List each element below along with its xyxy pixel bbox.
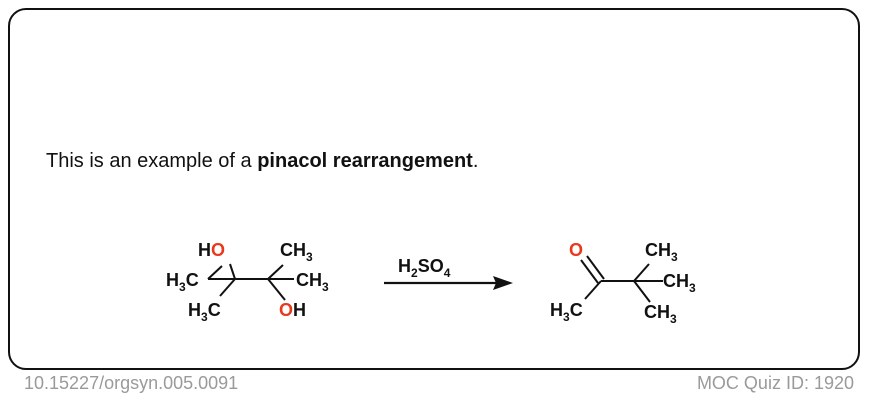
product-methyl-bottom: CH3 bbox=[644, 302, 677, 326]
product-bonds bbox=[580, 255, 663, 303]
question-suffix: . bbox=[472, 150, 479, 172]
product-methyl-top: CH3 bbox=[645, 240, 678, 264]
reactant-methyl-top-right: CH3 bbox=[280, 240, 313, 264]
quiz-id: MOC Quiz ID: 1920 bbox=[696, 373, 854, 393]
reactant: HO CH3 H3C CH3 H3C OH bbox=[166, 240, 329, 324]
question-prefix: This is an example of a bbox=[46, 150, 258, 172]
product: O CH3 CH3 H3C CH3 bbox=[550, 240, 696, 326]
product-methyl-right: CH3 bbox=[663, 271, 696, 295]
reactant-hydroxyl-top: HO bbox=[198, 240, 225, 260]
reactant-methyl-left-bottom: H3C bbox=[188, 300, 221, 324]
reactant-methyl-left-top: H3C bbox=[166, 270, 199, 294]
question-card bbox=[8, 8, 860, 370]
product-methyl-left: H3C bbox=[550, 300, 583, 324]
reaction-arrow bbox=[384, 276, 513, 290]
reactant-bonds bbox=[207, 263, 294, 301]
question-term: pinacol rearrangement bbox=[257, 150, 473, 172]
question-text: This is an example of a pinacol rearrang… bbox=[46, 150, 478, 173]
reactant-methyl-right: CH3 bbox=[296, 270, 329, 294]
reagent-label: H2SO4 bbox=[398, 256, 451, 280]
reactant-hydroxyl-bottom: OH bbox=[279, 300, 306, 320]
product-carbonyl-oxygen: O bbox=[569, 240, 583, 260]
doi-reference: 10.15227/orgsyn.005.0091 bbox=[24, 373, 239, 393]
